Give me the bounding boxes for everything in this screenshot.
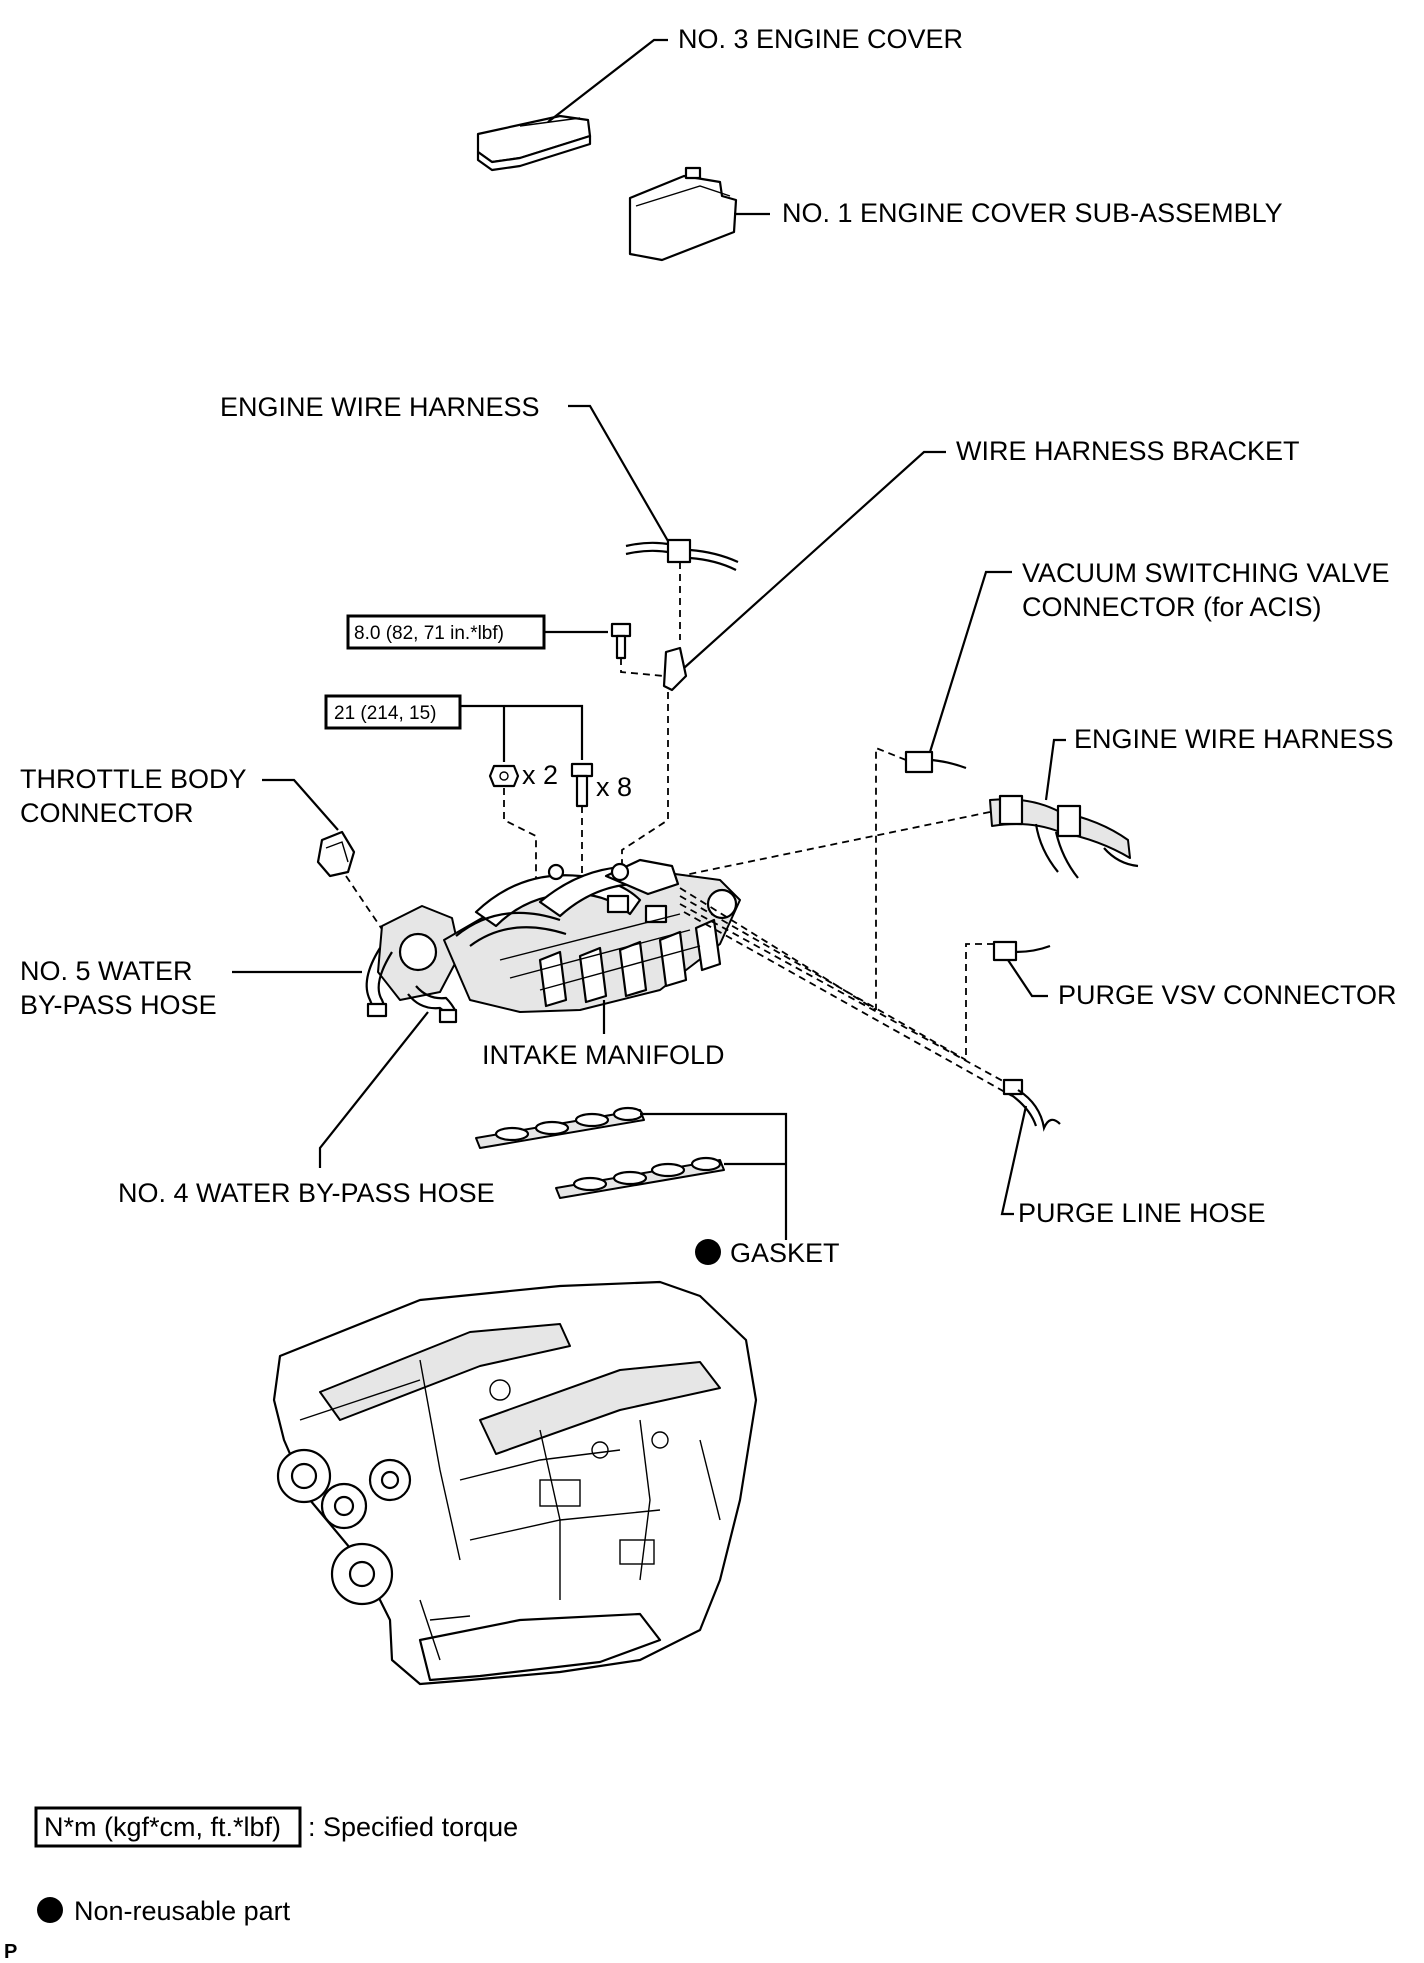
manifold-dashed-guide-3	[679, 903, 1013, 1087]
wire-harness-bracket-part	[662, 646, 688, 692]
corner-mark: P	[4, 1941, 17, 1963]
legend-nonreusable-description: Non-reusable part	[74, 1896, 291, 1926]
manifold-bolt-part	[570, 762, 594, 808]
vsv-connector-leader	[928, 570, 1012, 753]
engine-assembly-part	[272, 1280, 758, 1686]
harness-right-dashed-guide	[679, 811, 991, 877]
no5-water-bypass-hose-label-line2: BY-PASS HOSE	[20, 990, 217, 1020]
bracket-bolt-torque-spec: 8.0 (82, 71 in.*lbf)	[354, 623, 504, 644]
vsv-dashed-guide	[875, 746, 907, 1010]
throttle-body-connector-label-line1: THROTTLE BODY	[20, 764, 247, 794]
gasket-leader	[640, 1112, 788, 1240]
bracket-to-manifold-dashed-guide	[621, 692, 669, 866]
throttle-body-connector-label-line2: CONNECTOR	[20, 798, 194, 828]
purge-vsv-dashed-guide	[965, 943, 994, 1060]
wire-harness-bracket-label: WIRE HARNESS BRACKET	[956, 436, 1300, 466]
no3-engine-cover-leader	[547, 38, 668, 123]
manifold-dashed-guide-2	[679, 895, 967, 1061]
vsv-connector-part	[904, 750, 967, 774]
legend-torque-description: : Specified torque	[308, 1812, 518, 1842]
nut-dashed-guide	[503, 788, 537, 984]
engine-wire-harness-top-label: ENGINE WIRE HARNESS	[220, 392, 540, 422]
engine-wire-harness-right-label: ENGINE WIRE HARNESS	[1074, 724, 1394, 754]
throttle-connector-dashed-guide	[345, 875, 393, 945]
no1-engine-cover-label: NO. 1 ENGINE COVER SUB-ASSEMBLY	[782, 198, 1283, 228]
purge-line-hose-label: PURGE LINE HOSE	[1018, 1198, 1266, 1228]
engine-wire-harness-right-leader	[1044, 738, 1066, 801]
wire-harness-bracket-leader	[683, 450, 946, 669]
throttle-body-connector-part	[316, 830, 356, 878]
gasket-lower-part	[555, 1156, 725, 1199]
throttle-body-connector-leader	[262, 778, 339, 831]
engine-wire-harness-top-part	[625, 538, 739, 571]
purge-vsv-connector-part	[992, 940, 1051, 962]
engine-wire-harness-top-leader	[568, 404, 673, 549]
purge-line-hose-leader	[1000, 1105, 1028, 1216]
no4-water-bypass-hose-label: NO. 4 WATER BY-PASS HOSE	[118, 1178, 495, 1208]
legend-torque-unit: N*m (kgf*cm, ft.*lbf)	[44, 1812, 281, 1842]
no1-engine-cover-part	[628, 166, 738, 262]
gasket-label: GASKET	[730, 1238, 840, 1268]
manifold-dashed-guide-4	[683, 911, 1013, 1097]
gasket-nonreusable-marker-icon	[695, 1239, 721, 1265]
manifold-nut-part	[488, 764, 520, 788]
engine-wire-harness-right-part	[989, 794, 1139, 879]
bracket-bolt-part	[610, 622, 632, 660]
bolt-quantity: x 8	[596, 772, 632, 802]
no5-water-bypass-hose-part	[365, 947, 393, 1018]
manifold-bolt-torque-leader	[460, 704, 584, 760]
gasket-upper-part	[475, 1106, 645, 1149]
no4-water-bypass-hose-leader	[318, 1011, 429, 1168]
purge-line-hose-part	[1002, 1078, 1061, 1132]
intake-manifold-part	[377, 858, 741, 1013]
no4-water-bypass-hose-part	[407, 985, 458, 1024]
purge-vsv-connector-label: PURGE VSV CONNECTOR	[1058, 980, 1397, 1010]
vsv-connector-label-line1: VACUUM SWITCHING VALVE	[1022, 558, 1390, 588]
legend-torque-box	[34, 1806, 302, 1848]
nut-quantity: x 2	[522, 760, 558, 790]
manifold-bolt-torque-box	[324, 694, 462, 730]
intake-manifold-label: INTAKE MANIFOLD	[482, 1040, 725, 1070]
legend-nonreusable-marker-icon	[37, 1897, 63, 1923]
no3-engine-cover-part	[476, 114, 592, 172]
no3-engine-cover-label: NO. 3 ENGINE COVER	[678, 24, 963, 54]
purge-vsv-connector-leader	[1007, 959, 1048, 998]
no5-water-bypass-hose-label-line1: NO. 5 WATER	[20, 956, 193, 986]
manifold-dashed-guide-1	[679, 887, 877, 1011]
manifold-bolt-torque-spec: 21 (214, 15)	[334, 703, 436, 724]
vsv-connector-label-line2: CONNECTOR (for ACIS)	[1022, 592, 1322, 622]
bracket-dashed-guide	[620, 658, 665, 677]
